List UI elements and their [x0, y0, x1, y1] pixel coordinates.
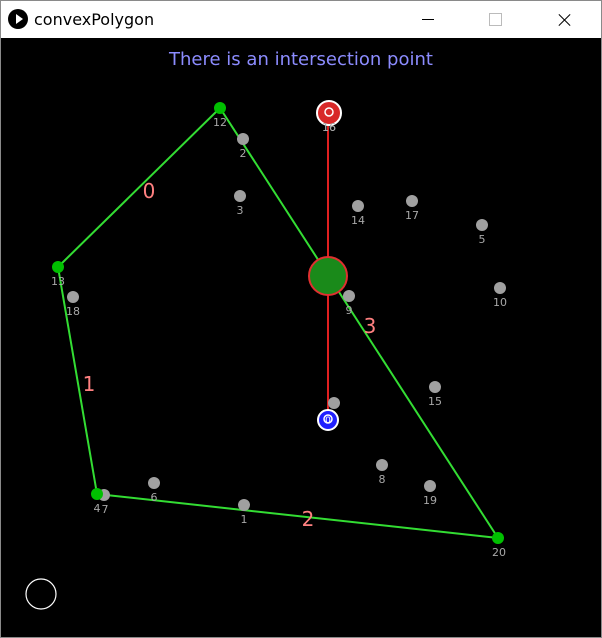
point-9[interactable] — [343, 290, 355, 302]
point-11[interactable] — [328, 397, 340, 409]
point-3[interactable] — [234, 190, 246, 202]
processing-app-icon — [8, 9, 28, 29]
point-18[interactable] — [67, 291, 79, 303]
point-5[interactable] — [476, 219, 488, 231]
vertex-13[interactable] — [52, 261, 64, 273]
point-label-19: 19 — [423, 494, 437, 507]
polygon-edge-0 — [57, 107, 221, 268]
point-label-4: 4 — [94, 502, 101, 515]
point-1[interactable] — [238, 499, 250, 511]
point-label-17: 17 — [405, 209, 419, 222]
segment-start-handle[interactable] — [316, 100, 342, 126]
intersection-point — [308, 256, 348, 296]
point-label-5: 5 — [479, 233, 486, 246]
point-19[interactable] — [424, 480, 436, 492]
point-17[interactable] — [406, 195, 418, 207]
point-label-12: 12 — [213, 116, 227, 129]
edge-label-3: 3 — [364, 314, 377, 338]
vertex-12[interactable] — [214, 102, 226, 114]
point-label-10: 10 — [493, 296, 507, 309]
vertex-4[interactable] — [91, 488, 103, 500]
segment-end-handle[interactable]: 0 — [317, 409, 339, 431]
minimize-button[interactable] — [405, 1, 451, 38]
point-15[interactable] — [429, 381, 441, 393]
point-14[interactable] — [352, 200, 364, 212]
point-label-15: 15 — [428, 395, 442, 408]
status-message: There is an intersection point — [169, 49, 433, 70]
point-label-3: 3 — [237, 204, 244, 217]
polygon-edge-2 — [96, 493, 499, 539]
point-label-7: 7 — [102, 503, 109, 516]
segment-start-label: 16 — [322, 121, 336, 134]
point-label-1: 1 — [241, 513, 248, 526]
point-label-6: 6 — [151, 491, 158, 504]
point-label-13: 13 — [51, 275, 65, 288]
polygon-edge-1 — [57, 266, 98, 495]
point-8[interactable] — [376, 459, 388, 471]
point-label-2: 2 — [240, 147, 247, 160]
vertex-20[interactable] — [492, 532, 504, 544]
point-2[interactable] — [237, 133, 249, 145]
window-title: convexPolygon — [34, 10, 155, 29]
polygon-edge-3 — [219, 107, 499, 539]
point-label-18: 18 — [66, 305, 80, 318]
point-label-14: 14 — [351, 214, 365, 227]
point-label-8: 8 — [379, 473, 386, 486]
edge-label-0: 0 — [143, 179, 156, 203]
maximize-button[interactable] — [472, 1, 518, 38]
point-label-20: 20 — [492, 546, 506, 559]
segment-end-label: 0 — [325, 416, 331, 426]
close-button[interactable] — [542, 1, 588, 38]
sketch-canvas[interactable]: There is an intersection point 0 1 2 3 — [1, 38, 601, 637]
cursor-circle — [25, 578, 57, 610]
title-bar[interactable]: convexPolygon — [1, 1, 601, 38]
edge-label-1: 1 — [83, 372, 96, 396]
point-label-9: 9 — [346, 304, 353, 317]
point-10[interactable] — [494, 282, 506, 294]
point-6[interactable] — [148, 477, 160, 489]
edge-label-2: 2 — [302, 507, 315, 531]
geometry-svg: 0 1 2 3 1 — [25, 100, 507, 610]
